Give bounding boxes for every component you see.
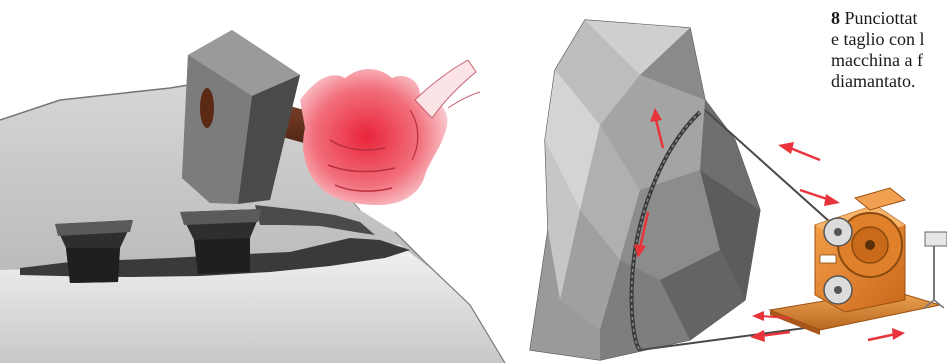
marble-block-icon (530, 20, 760, 360)
caption-line-2: e taglio con l (831, 29, 947, 50)
hand-icon (300, 60, 480, 205)
caption-line-1: 8 Punciottat (831, 8, 947, 29)
caption-line-1-text: Punciottat (845, 8, 918, 28)
control-panel-icon (924, 232, 947, 308)
wire-saw-machine-icon (770, 188, 940, 335)
caption-line-4: diamantato. (831, 71, 947, 92)
caption-text: 8 Punciottat e taglio con l macchina a f… (831, 8, 947, 98)
caption-line-3: macchina a f (831, 50, 947, 71)
caption-number: 8 (831, 8, 840, 28)
